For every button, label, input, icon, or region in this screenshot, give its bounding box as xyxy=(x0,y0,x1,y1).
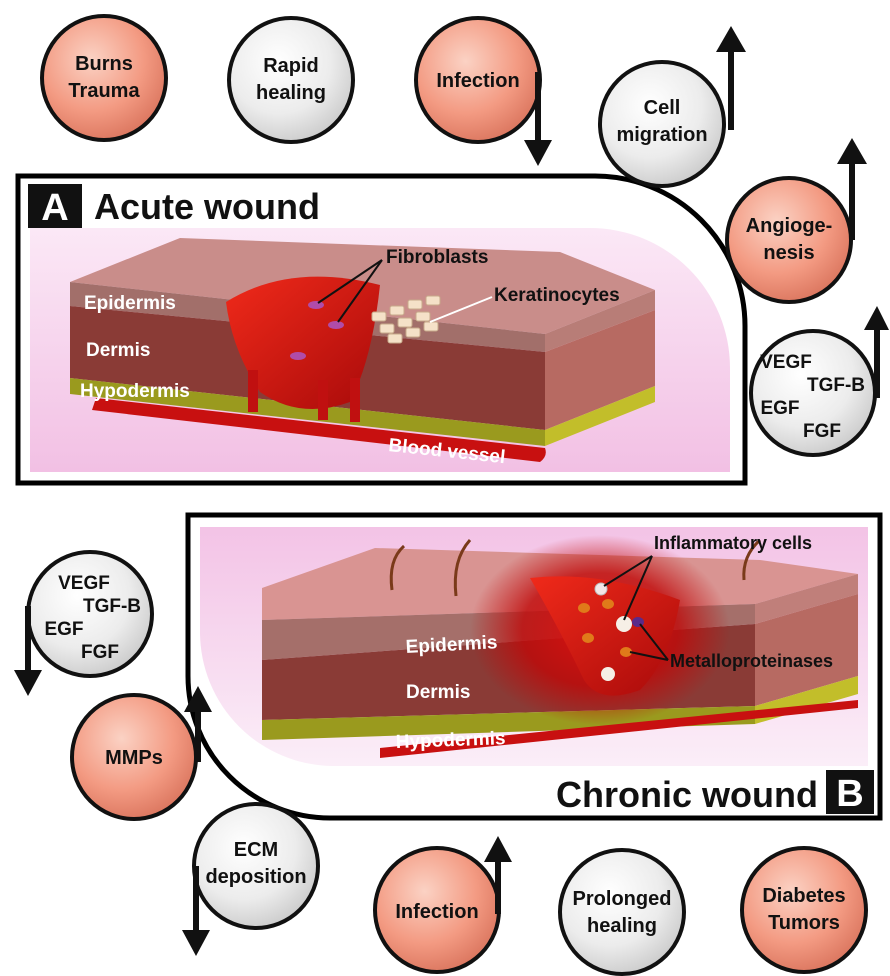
infection-chronic: Infection xyxy=(375,836,512,972)
arrow-down-icon xyxy=(182,930,210,956)
burns-line1: Burns xyxy=(75,53,133,75)
label-metalloproteinases: Metalloproteinases xyxy=(670,651,833,671)
label-fibroblasts: Fibroblasts xyxy=(386,247,488,268)
cell-migration-line2: migration xyxy=(616,124,707,146)
inflammatory-cell xyxy=(601,667,615,681)
panel-a-letter: A xyxy=(41,187,68,229)
gf-a-l3: EGF xyxy=(760,398,799,419)
vessel-branch xyxy=(248,370,258,412)
rapid-line1: Rapid xyxy=(263,55,319,77)
outcome-rapid-healing: Rapid healing xyxy=(229,18,353,142)
outcome-prolonged-healing: Prolonged healing xyxy=(560,850,684,974)
angiogenesis: Angioge- nesis xyxy=(727,138,867,302)
panel-b-letter: B xyxy=(836,773,863,815)
fibroblast-cell xyxy=(290,352,306,360)
metalloproteinase xyxy=(582,633,594,643)
fibroblast-cell xyxy=(328,321,344,329)
vessel-branch xyxy=(350,378,360,422)
metalloproteinase xyxy=(578,603,590,613)
ecm-line2: deposition xyxy=(205,866,306,888)
arrow-down-icon xyxy=(14,670,42,696)
arrow-up-icon xyxy=(837,138,867,164)
arrow-up-icon xyxy=(864,306,889,330)
gf-b-l3: EGF xyxy=(44,619,83,640)
ecm-deposition: ECM deposition xyxy=(182,804,318,956)
panel-a-title: Acute wound xyxy=(94,186,320,227)
fibroblast-cell xyxy=(308,301,324,309)
label-epidermis-a: Epidermis xyxy=(84,293,176,314)
growth-factors-acute: VEGF TGF-B EGF FGF xyxy=(751,306,889,455)
label-hypodermis-a: Hypodermis xyxy=(80,381,190,402)
burns-line2: Trauma xyxy=(68,80,140,102)
label-keratinocytes: Keratinocytes xyxy=(494,285,620,306)
cell-migration-line1: Cell xyxy=(644,97,681,119)
gf-a-l4: FGF xyxy=(803,421,841,442)
gf-a-l1: VEGF xyxy=(760,352,812,373)
label-dermis-b: Dermis xyxy=(406,682,470,703)
label-dermis-a: Dermis xyxy=(86,340,150,361)
prolonged-line1: Prolonged xyxy=(573,888,672,910)
gf-b-l1: VEGF xyxy=(58,573,110,594)
growth-factors-chronic: VEGF TGF-B EGF FGF xyxy=(14,552,152,696)
infection-a-label: Infection xyxy=(436,70,519,92)
infection-b-label: Infection xyxy=(395,901,478,923)
label-hypodermis-b: Hypodermis xyxy=(395,728,505,753)
panel-b: Chronic wound B xyxy=(188,515,880,818)
mmps-label: MMPs xyxy=(105,747,163,769)
risk-factor-burns-trauma: Burns Trauma xyxy=(42,16,166,140)
ecm-line1: ECM xyxy=(234,839,278,861)
gf-b-l4: FGF xyxy=(81,642,119,663)
label-inflammatory-cells: Inflammatory cells xyxy=(654,533,812,553)
prolonged-line2: healing xyxy=(587,915,657,937)
arrow-up-icon xyxy=(484,836,512,862)
panel-a: A Acute wound xyxy=(18,176,745,483)
infection-acute: Infection xyxy=(416,18,552,166)
rapid-line2: healing xyxy=(256,82,326,104)
gf-a-l2: TGF-B xyxy=(807,375,865,396)
diabetes-line1: Diabetes xyxy=(762,885,845,907)
panel-b-title: Chronic wound xyxy=(556,774,818,815)
cell-migration: Cell migration xyxy=(600,26,746,186)
vessel-branch xyxy=(318,380,328,420)
risk-factor-diabetes-tumors: Diabetes Tumors xyxy=(742,848,866,972)
arrow-up-icon xyxy=(716,26,746,52)
diabetes-line2: Tumors xyxy=(768,912,840,934)
metalloproteinase xyxy=(602,599,614,609)
gf-b-l2: TGF-B xyxy=(83,596,141,617)
mmps: MMPs xyxy=(72,686,212,819)
angiogenesis-line1: Angioge- xyxy=(746,215,833,237)
arrow-down-icon xyxy=(524,140,552,166)
angiogenesis-line2: nesis xyxy=(763,242,814,264)
